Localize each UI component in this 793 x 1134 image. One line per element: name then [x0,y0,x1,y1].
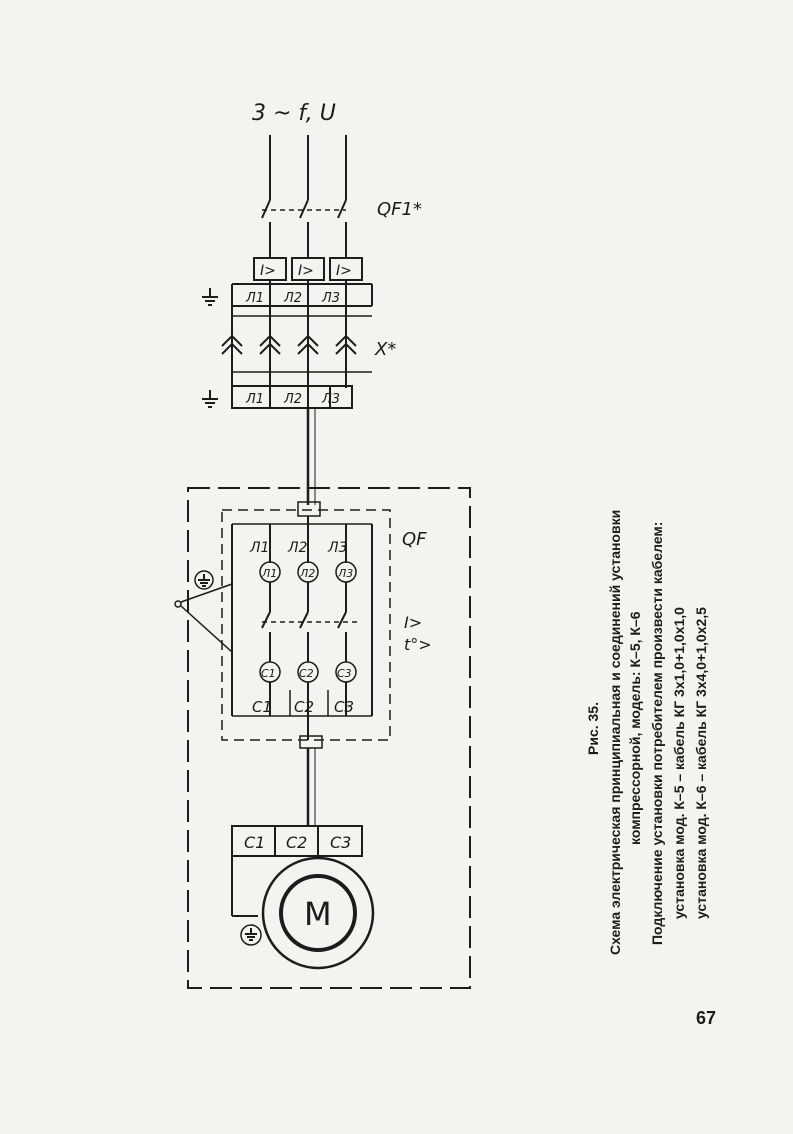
lower-terminal-l2: Л2 [283,392,302,407]
machine-enclosure [187,487,471,989]
caption-title-line2: компрессорной, модель: К–5, К–6 [627,611,643,845]
upper-terminal-block [231,280,373,307]
supply-label: 3 ~ f, U [252,101,336,126]
overcurrent-label-3: I> [336,263,352,279]
terminal-l2-circle-label: Л2 [299,567,315,580]
caption-line4: установка мод. К–5 – кабель КГ 3х1,0+1,0… [671,607,687,919]
qf-label: QF [402,529,427,550]
ground-circle-icon-breaker [194,570,214,590]
pe-junction [174,600,182,608]
upper-terminal-l1: Л1 [245,291,264,306]
lower-terminal-l1: Л1 [245,392,264,407]
ground-icon-upper [202,288,218,306]
terminal-c1-circle-label: C1 [261,667,276,680]
upper-terminal-l3: Л3 [321,291,340,306]
motor-terminal-box [231,825,363,917]
motor-label: M [304,895,332,933]
connector-label: X* [374,339,396,360]
terminal-l3-circle-label: Л3 [337,567,353,580]
output-terminal-c1: C1 [252,698,272,716]
motor-terminal-c2: C2 [286,833,307,852]
breaker-unit-enclosure [221,509,391,741]
figure-caption: Рис. 35. Схема электрическая принципиаль… [585,510,709,955]
figure-number: Рис. 35. [585,702,601,755]
cable-entry-bottom [299,735,323,749]
caption-line5: установка мод. К–6 – кабель КГ 3х4,0+1,0… [693,607,709,919]
terminal-l1-circle-label: Л1 [261,567,277,580]
terminal-c2-circle-label: C2 [299,667,314,680]
output-terminal-c3: C3 [334,698,354,716]
output-terminal-c2: C2 [294,698,314,716]
plug-connector [221,306,372,388]
lower-terminal-l3: Л3 [321,392,340,407]
page-number: 67 [696,1008,716,1028]
upper-terminal-l2: Л2 [283,291,302,306]
terminal-c3-circle-label: C3 [337,667,352,680]
lower-terminal-block [231,385,353,409]
overcurrent-label-1: I> [260,263,276,279]
caption-line3: Подключение установки потребителем произ… [649,522,665,945]
motor-terminal-c1: C1 [244,833,265,852]
qf1-label: QF1* [377,199,422,220]
caption-title-line1: Схема электрическая принципиальная и сое… [607,510,623,955]
qf1-breaker-contacts [261,199,347,258]
protection-label-overcurrent: I> [404,613,422,632]
qf-terminal-l1: Л1 [249,540,269,556]
overcurrent-label-2: I> [298,263,314,279]
motor-symbol [261,856,375,970]
schematic-diagram: 3 ~ f, U QF1* I> I> I> [174,101,471,989]
protection-label-thermal: t°> [404,635,432,654]
ground-circle-icon-motor [240,924,262,946]
qf-terminal-l3: Л3 [327,540,347,556]
ground-icon-lower [202,390,218,408]
qf-terminal-l2: Л2 [287,540,308,556]
motor-terminal-c3: C3 [330,833,351,852]
